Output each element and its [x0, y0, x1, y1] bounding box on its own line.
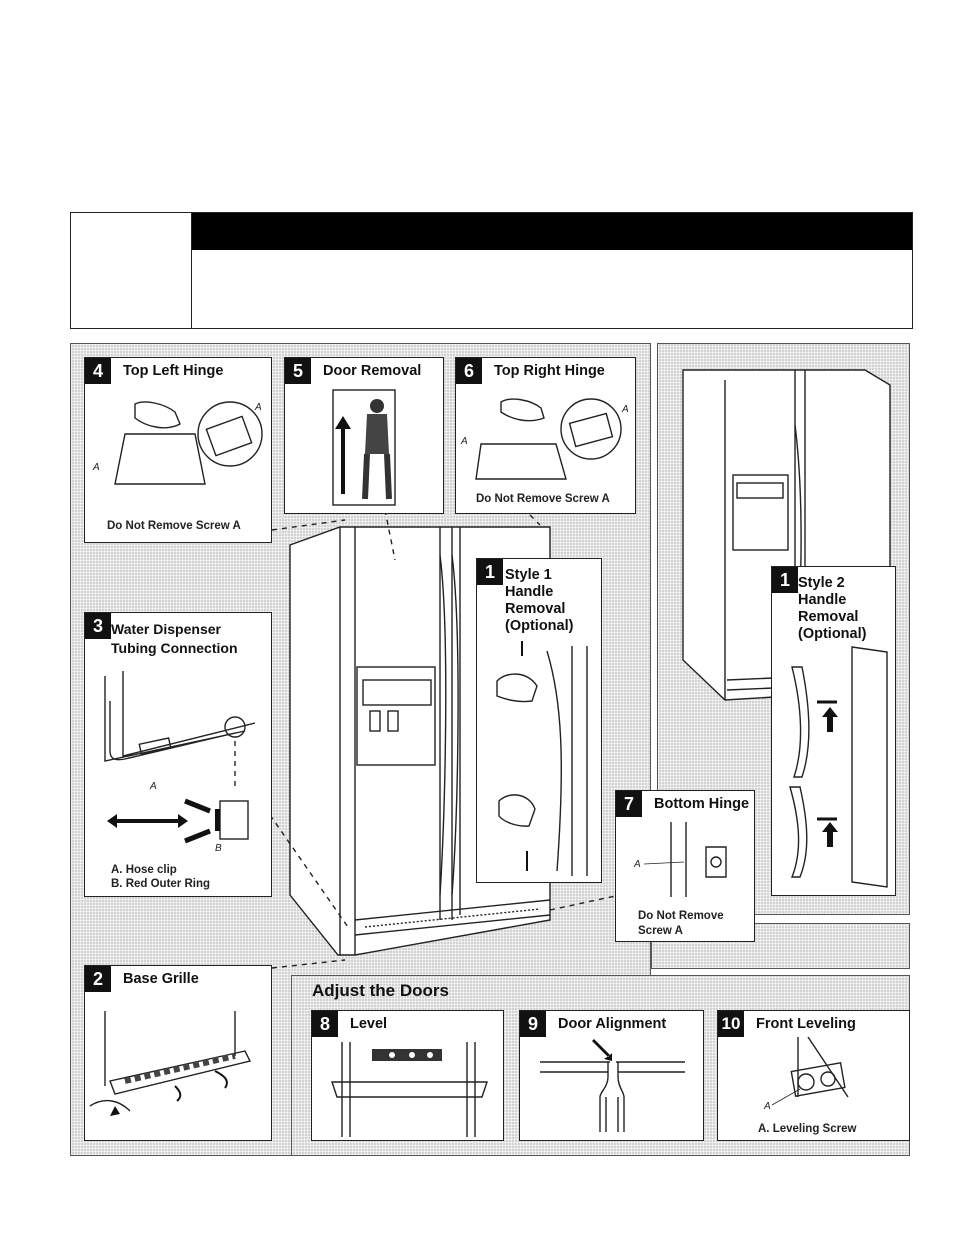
panel-title: Door Removal	[323, 363, 422, 379]
step-number: 7	[616, 791, 642, 817]
panel-title: Style 2 Handle Removal (Optional)	[798, 575, 867, 642]
adjust-doors-title: Adjust the Doors	[312, 981, 449, 1000]
warning-symbol-area	[71, 213, 192, 328]
svg-text:A: A	[460, 436, 468, 447]
legend: A. Hose clip B. Red Outer Ring	[111, 863, 210, 891]
legend-b: B. Red Outer Ring	[111, 878, 211, 890]
panel-title: Style 1 Handle Removal (Optional)	[505, 567, 574, 634]
panel-title: Level	[350, 1016, 388, 1032]
panel-title: Top Right Hinge	[494, 363, 605, 379]
step-number: 9	[520, 1011, 546, 1037]
panel-level: 8 Level	[311, 1010, 504, 1141]
step-number: 8	[312, 1011, 338, 1037]
panel-note: Do Not Remove Screw A	[476, 493, 610, 505]
panel-front-leveling: 10 Front Leveling A A. Leveling Screw	[717, 1010, 910, 1141]
hinge-illustration: A A	[460, 398, 629, 480]
hinge-illustration: A A	[92, 401, 263, 485]
warning-box	[70, 212, 913, 329]
callout-a: A	[254, 402, 262, 413]
step-number: 5	[285, 358, 311, 384]
panel-base-grille: 2 Base Grille	[84, 965, 272, 1141]
legend-a: A. Hose clip	[111, 864, 177, 876]
door-removal-illustration	[332, 389, 396, 506]
step-number: 3	[85, 613, 111, 639]
step-number: 6	[456, 358, 482, 384]
panel-bottom-hinge: 7 Bottom Hinge A Do Not Remove Screw A	[615, 790, 755, 942]
step-number: 2	[85, 966, 111, 992]
base-grille-illustration	[89, 1011, 252, 1116]
panel-style2-handle-removal: 1 Style 2 Handle Removal (Optional)	[771, 566, 896, 896]
panel-top-left-hinge: 4 Top Left Hinge A A Do Not Remove Screw…	[84, 357, 272, 543]
panel-title: Base Grille	[123, 971, 199, 987]
panel-note: Do Not Remove Screw A	[107, 520, 241, 532]
handle-removal-illustration	[496, 641, 588, 876]
panel-title: Front Leveling	[756, 1016, 856, 1032]
svg-text:A: A	[621, 404, 629, 415]
panel-top-right-hinge: 6 Top Right Hinge A A Do Not Remove Scre…	[455, 357, 636, 514]
panel-title: Door Alignment	[558, 1016, 667, 1032]
right-strip-background	[651, 923, 910, 969]
callout-a: A	[149, 781, 157, 792]
panel-door-alignment: 9 Door Alignment	[519, 1010, 704, 1141]
callout-a: A	[763, 1101, 771, 1112]
door-alignment-illustration	[540, 1039, 685, 1132]
front-leveling-illustration: A	[763, 1036, 849, 1112]
step-number: 1	[477, 559, 503, 585]
tubing-illustration: A B	[104, 671, 256, 854]
step-number: 4	[85, 358, 111, 384]
svg-text:A: A	[92, 462, 100, 473]
callout-a: A	[633, 859, 641, 870]
legend: A. Leveling Screw	[758, 1123, 857, 1135]
handle-removal-illustration	[789, 646, 888, 888]
level-illustration	[331, 1042, 488, 1137]
panel-title: Water Dispenser Tubing Connection	[111, 621, 238, 656]
callout-b: B	[215, 843, 222, 854]
step-number: 10	[718, 1011, 744, 1037]
panel-note: Do Not Remove Screw A	[638, 910, 724, 937]
hinge-illustration: A	[633, 822, 727, 897]
panel-water-dispenser: 3 Water Dispenser Tubing Connection A B …	[84, 612, 272, 897]
panel-door-removal: 5 Door Removal	[284, 357, 444, 514]
step-number: 1	[772, 567, 798, 593]
warning-header-bar	[192, 213, 912, 250]
panel-title: Top Left Hinge	[123, 363, 224, 379]
panel-style1-handle-removal: 1 Style 1 Handle Removal (Optional)	[476, 558, 602, 883]
panel-title: Bottom Hinge	[654, 796, 750, 812]
